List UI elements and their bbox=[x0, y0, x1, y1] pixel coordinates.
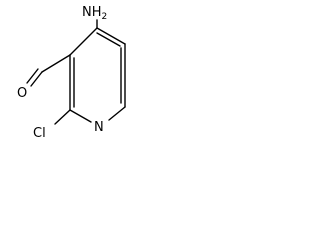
ring-bond-c6-n1 bbox=[108, 106, 126, 121]
bond-c3-cho bbox=[41, 54, 71, 73]
chemical-structure: NH2 N O Cl bbox=[17, 5, 126, 141]
ring-nitrogen-label: N bbox=[94, 120, 104, 135]
amine-label: NH2 bbox=[82, 5, 107, 22]
ring-bond-c4-c5-inner bbox=[96, 32, 121, 47]
oxygen-label: O bbox=[17, 86, 27, 101]
ring-bond-c4-c5 bbox=[96, 27, 126, 45]
bond-carbonyl-1 bbox=[30, 71, 43, 87]
ring-bond-c3-c4 bbox=[69, 27, 98, 56]
chlorine-label: Cl bbox=[33, 126, 46, 141]
bond-c2-cl bbox=[54, 109, 71, 125]
ring-bond-n1-c2 bbox=[69, 109, 92, 123]
bond-carbonyl-2 bbox=[26, 68, 39, 84]
